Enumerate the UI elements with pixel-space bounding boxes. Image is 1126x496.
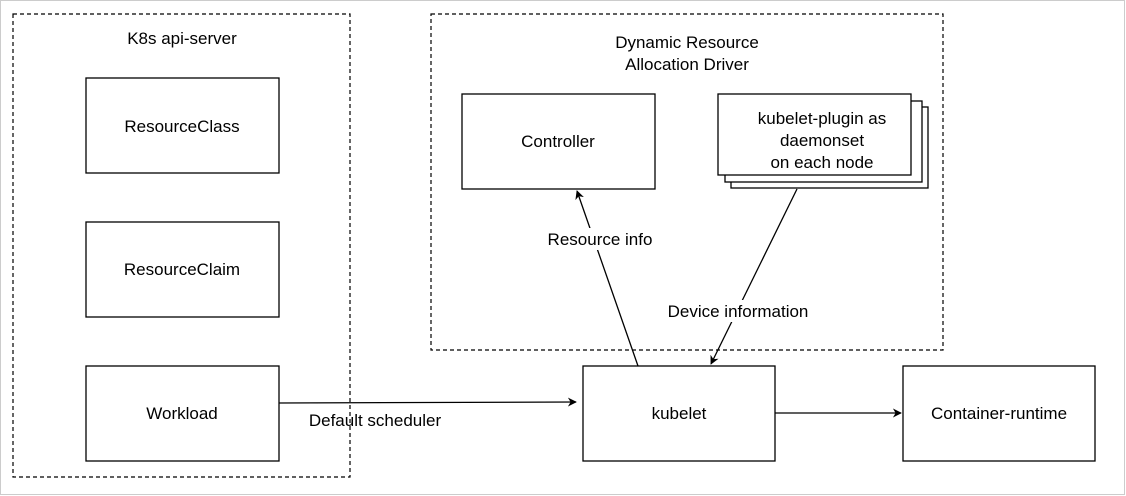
container-runtime-label: Container-runtime (931, 404, 1067, 423)
kubelet-label: kubelet (652, 404, 707, 423)
resource-class-node: ResourceClass (85, 77, 280, 174)
api-server-group: K8s api-server (12, 13, 351, 478)
resource-info-edge: Resource info (544, 190, 658, 367)
default-scheduler-label: Default scheduler (309, 411, 442, 430)
resource-class-label: ResourceClass (124, 117, 239, 136)
kubelet-plugin-node: kubelet-plugin as daemonset on each node (717, 93, 929, 189)
workload-node: Workload (85, 365, 280, 462)
workload-label: Workload (146, 404, 218, 423)
resource-claim-node: ResourceClaim (85, 221, 280, 318)
controller-node: Controller (461, 93, 656, 190)
kubelet-plugin-label-line3: on each node (770, 153, 873, 172)
dra-driver-title-line2: Allocation Driver (625, 55, 749, 74)
kubelet-plugin-label-line2: daemonset (780, 131, 864, 150)
resource-info-label: Resource info (548, 230, 653, 249)
dra-driver-title-line1: Dynamic Resource (615, 33, 759, 52)
default-scheduler-edge: Default scheduler (278, 397, 577, 430)
kubelet-node: kubelet (582, 365, 776, 462)
kubelet-plugin-label-line1: kubelet-plugin as (758, 109, 887, 128)
container-runtime-node: Container-runtime (902, 365, 1096, 462)
device-information-edge: Device information (664, 188, 814, 365)
dra-driver-group: Dynamic Resource Allocation Driver (430, 13, 944, 351)
device-information-label: Device information (668, 302, 809, 321)
controller-label: Controller (521, 132, 595, 151)
resource-claim-label: ResourceClaim (124, 260, 240, 279)
api-server-title: K8s api-server (127, 29, 237, 48)
